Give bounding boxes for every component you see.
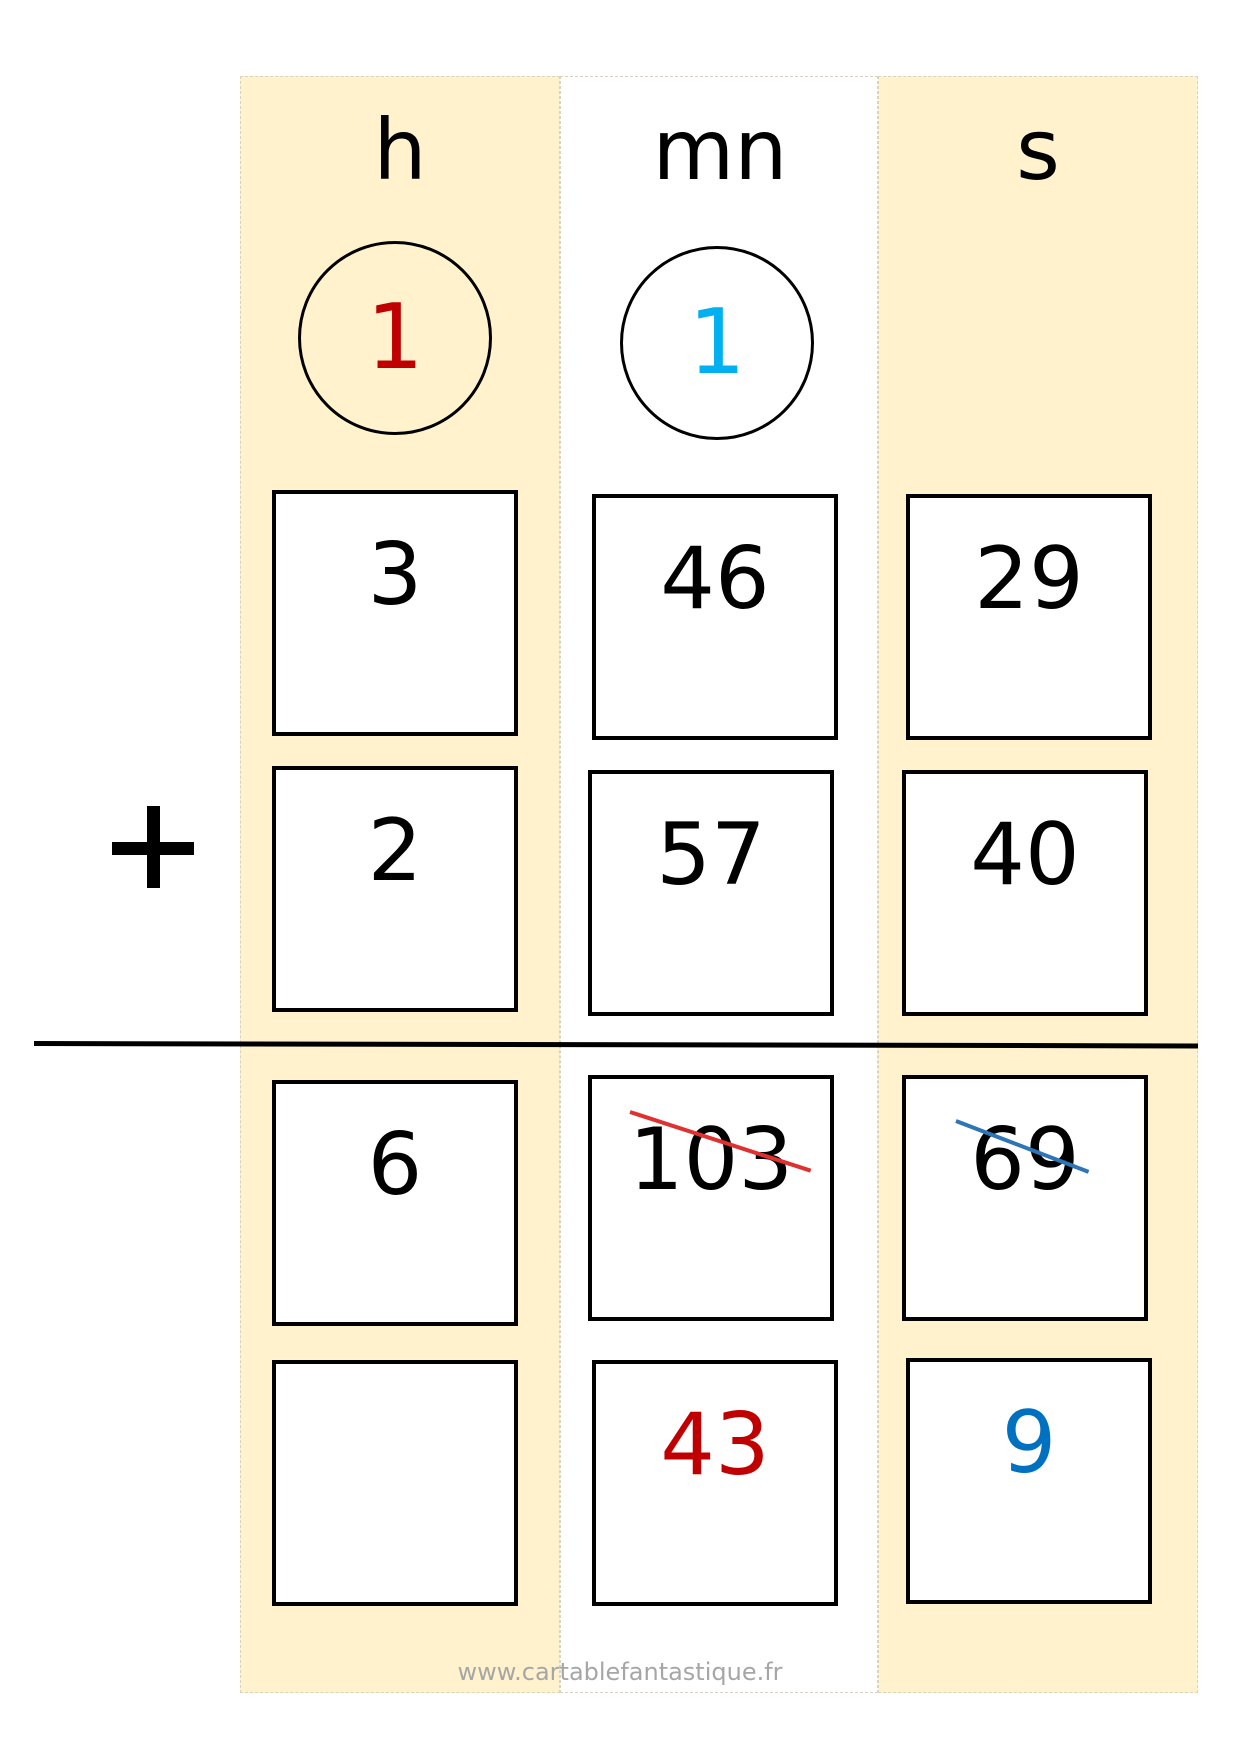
converted-seconds-value: 9 — [1001, 1393, 1057, 1493]
hours-carry-value: 1 — [366, 285, 424, 390]
addend1-seconds-box: 29 — [906, 494, 1152, 740]
converted-minutes-box: 43 — [592, 1360, 838, 1606]
addend2-seconds-box: 40 — [902, 770, 1148, 1016]
seconds-unit-header: s — [1016, 101, 1060, 199]
converted-hours-box — [272, 1360, 518, 1606]
raw-sum-hours-box: 6 — [272, 1080, 518, 1326]
converted-minutes-value: 43 — [660, 1395, 770, 1495]
addend1-minutes-box: 46 — [592, 494, 838, 740]
addend1-hours-box: 3 — [272, 490, 518, 736]
raw-sum-minutes-box: 103 — [588, 1075, 834, 1321]
addend2-minutes-box: 57 — [588, 770, 834, 1016]
minutes-carry-circle: 1 — [620, 246, 814, 440]
footer-url: www.cartablefantastique.fr — [457, 1658, 783, 1686]
minutes-unit-header: mn — [652, 101, 788, 199]
plus-sign — [112, 806, 198, 892]
converted-seconds-box: 9 — [906, 1358, 1152, 1604]
raw-sum-seconds-box: 69 — [902, 1075, 1148, 1321]
minutes-carry-value: 1 — [688, 290, 746, 395]
addend2-hours-box: 2 — [272, 766, 518, 1012]
hours-unit-header: h — [373, 101, 427, 199]
hours-carry-circle: 1 — [298, 241, 492, 435]
